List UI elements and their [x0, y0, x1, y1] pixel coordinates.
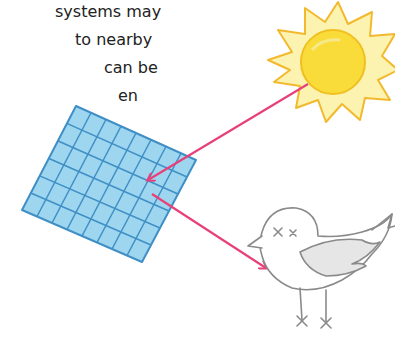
- note-text: en: [118, 86, 138, 106]
- reflection-arrow: [152, 194, 266, 268]
- sun: [268, 2, 395, 122]
- solar-panel: [22, 106, 196, 262]
- dead-bird: [248, 208, 395, 328]
- note-text: can be: [104, 58, 158, 78]
- note-text: to nearby: [75, 30, 152, 50]
- note-text: systems may: [55, 2, 161, 22]
- light-arrow: [148, 84, 308, 180]
